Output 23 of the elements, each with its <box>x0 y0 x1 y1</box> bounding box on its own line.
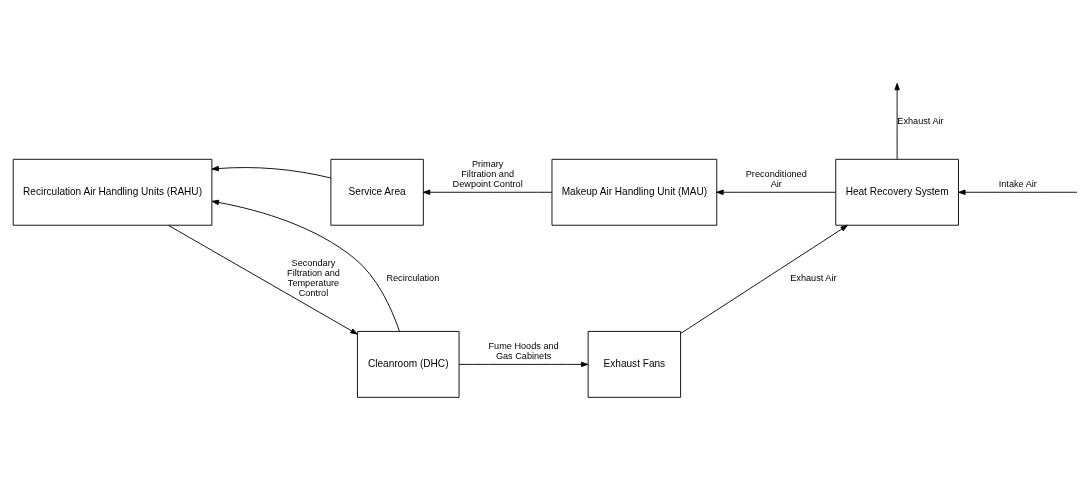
edge-label: Intake Air <box>998 178 1037 189</box>
edge-label: Preconditioned Air <box>745 168 807 189</box>
edge-label: Recirculation <box>386 272 440 283</box>
arrow <box>211 165 332 178</box>
arrow <box>958 189 1078 195</box>
node-box: Exhaust Fans <box>587 330 682 398</box>
node-box: Makeup Air Handling Unit (MAU) <box>551 158 718 226</box>
arrow <box>458 361 589 367</box>
edge-label: Exhaust Air <box>790 272 837 283</box>
edge-label: Secondary Filtration and Temperature Control <box>287 257 340 298</box>
arrow <box>716 189 836 195</box>
node-box: Heat Recovery System <box>835 158 959 226</box>
edge-label: Primary Filtration and Dewpoint Control <box>452 158 523 189</box>
edge-label: Fume Hoods and Gas Cabinets <box>488 340 559 361</box>
arrow <box>894 82 900 160</box>
arrow <box>680 224 848 334</box>
node-box: Recirculation Air Handling Units (RAHU) <box>12 158 213 226</box>
arrow <box>211 199 400 332</box>
edge-label: Exhaust Air <box>897 115 944 126</box>
arrow <box>422 189 553 195</box>
arrow <box>168 224 358 335</box>
node-box: Cleanroom (DHC) <box>356 330 460 398</box>
node-box: Service Area <box>330 158 424 226</box>
